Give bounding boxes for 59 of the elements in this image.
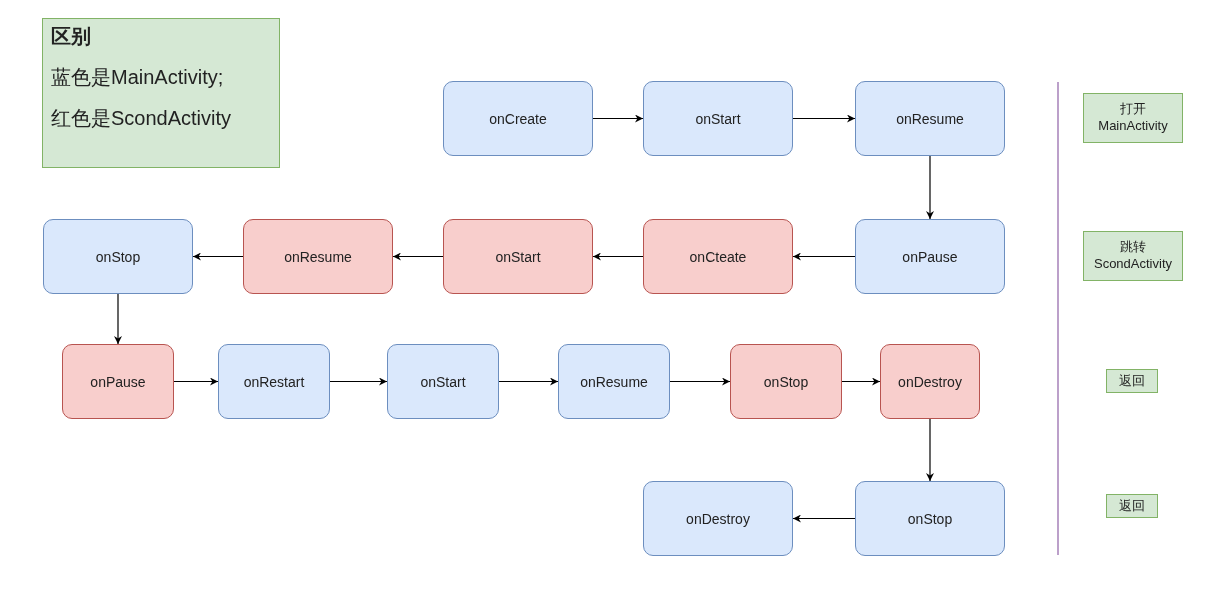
node-label: onCteate — [689, 248, 747, 265]
node-label: onCreate — [489, 110, 547, 127]
node-label: onStart — [420, 373, 466, 390]
node-label: onStart — [695, 110, 741, 127]
arrow — [392, 252, 444, 261]
process-box — [558, 344, 670, 419]
note-text: 红色是ScondActivity — [51, 106, 232, 131]
node-label: onDestroy — [898, 373, 962, 390]
arrow — [329, 377, 388, 386]
process-box — [387, 344, 499, 419]
node-label: onStop — [907, 510, 953, 527]
process-box — [43, 219, 193, 294]
node-label: onRestart — [243, 373, 305, 390]
arrow — [669, 377, 731, 386]
process-box — [855, 481, 1005, 556]
step-box — [1083, 93, 1183, 143]
step-box — [1106, 494, 1158, 518]
note-text: 蓝色是MainActivity; — [51, 65, 224, 90]
step-box — [1106, 369, 1158, 393]
node-label: onResume — [580, 373, 648, 390]
note-heading: 区别 — [51, 24, 91, 49]
note-box — [42, 18, 280, 168]
arrow — [114, 293, 122, 345]
process-box — [218, 344, 330, 419]
arrow — [926, 418, 934, 482]
process-box — [880, 344, 980, 419]
process-box — [62, 344, 174, 419]
node-label: onResume — [284, 248, 352, 265]
node-label: 跳转 ScondActivity — [1092, 239, 1173, 273]
node-label: onStop — [95, 248, 141, 265]
process-box — [643, 481, 793, 556]
process-box — [643, 219, 793, 294]
node-label: 返回 — [1119, 372, 1145, 390]
arrow — [841, 377, 881, 386]
process-box — [243, 219, 393, 294]
node-label: onStart — [495, 248, 541, 265]
process-box — [855, 219, 1005, 294]
node-label: onDestroy — [686, 510, 750, 527]
arrow — [792, 252, 856, 261]
arrow — [792, 514, 856, 523]
arrow — [498, 377, 559, 386]
arrow — [173, 377, 219, 386]
step-box — [1083, 231, 1183, 281]
node-label: onPause — [90, 373, 146, 390]
arrow — [592, 252, 644, 261]
node-label: 返回 — [1119, 497, 1145, 515]
process-box — [443, 81, 593, 156]
process-box — [443, 219, 593, 294]
node-label: 打开 MainActivity — [1097, 101, 1169, 135]
node-label: onStop — [763, 373, 809, 390]
node-label: onPause — [902, 248, 958, 265]
node-label: onResume — [896, 110, 964, 127]
process-box — [855, 81, 1005, 156]
arrow — [192, 252, 244, 261]
arrow — [592, 114, 644, 123]
process-box — [730, 344, 842, 419]
arrow — [792, 114, 856, 123]
arrow — [926, 155, 934, 220]
process-box — [643, 81, 793, 156]
